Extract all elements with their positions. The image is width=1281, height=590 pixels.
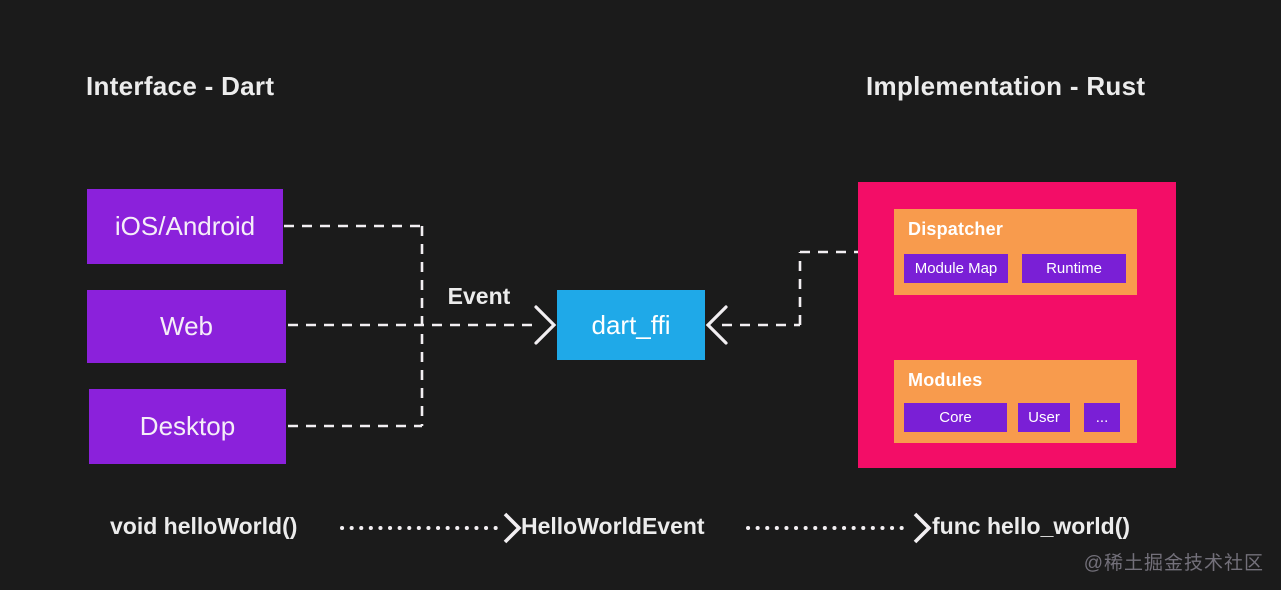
- watermark: @稀土掘金技术社区: [1083, 553, 1264, 574]
- left-section-title: Interface - Dart: [86, 71, 275, 101]
- arrow-to-func-helloworld-icon: [913, 512, 932, 544]
- modules-box: Modules Core User ...: [894, 360, 1137, 443]
- rust-implementation-panel: Dispatcher Module Map Runtime Modules Co…: [858, 182, 1176, 468]
- modules-title: Modules: [908, 370, 983, 390]
- interface-box-desktop: Desktop: [89, 389, 286, 464]
- arrow-into-dartffi-left-icon: [534, 305, 557, 345]
- chip-module-map: Module Map: [904, 254, 1008, 283]
- flow-func-hello-world: func hello_world(): [932, 513, 1131, 539]
- chip-ellipsis: ...: [1084, 403, 1120, 432]
- right-section-title: Implementation - Rust: [866, 71, 1146, 101]
- event-label: Event: [447, 283, 511, 309]
- chip-user: User: [1018, 403, 1070, 432]
- interface-box-web: Web: [87, 290, 286, 363]
- dispatcher-box: Dispatcher Module Map Runtime: [894, 209, 1137, 295]
- dispatcher-title: Dispatcher: [908, 219, 1004, 239]
- interface-box-ios-android: iOS/Android: [87, 189, 283, 264]
- dart-ffi-box: dart_ffi: [557, 290, 705, 360]
- arrow-to-helloworldevent-icon: [503, 512, 522, 544]
- flow-void-helloworld: void helloWorld(): [110, 513, 298, 539]
- flow-helloworldevent: HelloWorldEvent: [521, 513, 705, 539]
- chip-runtime: Runtime: [1022, 254, 1126, 283]
- arrow-into-dartffi-right-icon: [705, 305, 728, 345]
- chip-core: Core: [904, 403, 1007, 432]
